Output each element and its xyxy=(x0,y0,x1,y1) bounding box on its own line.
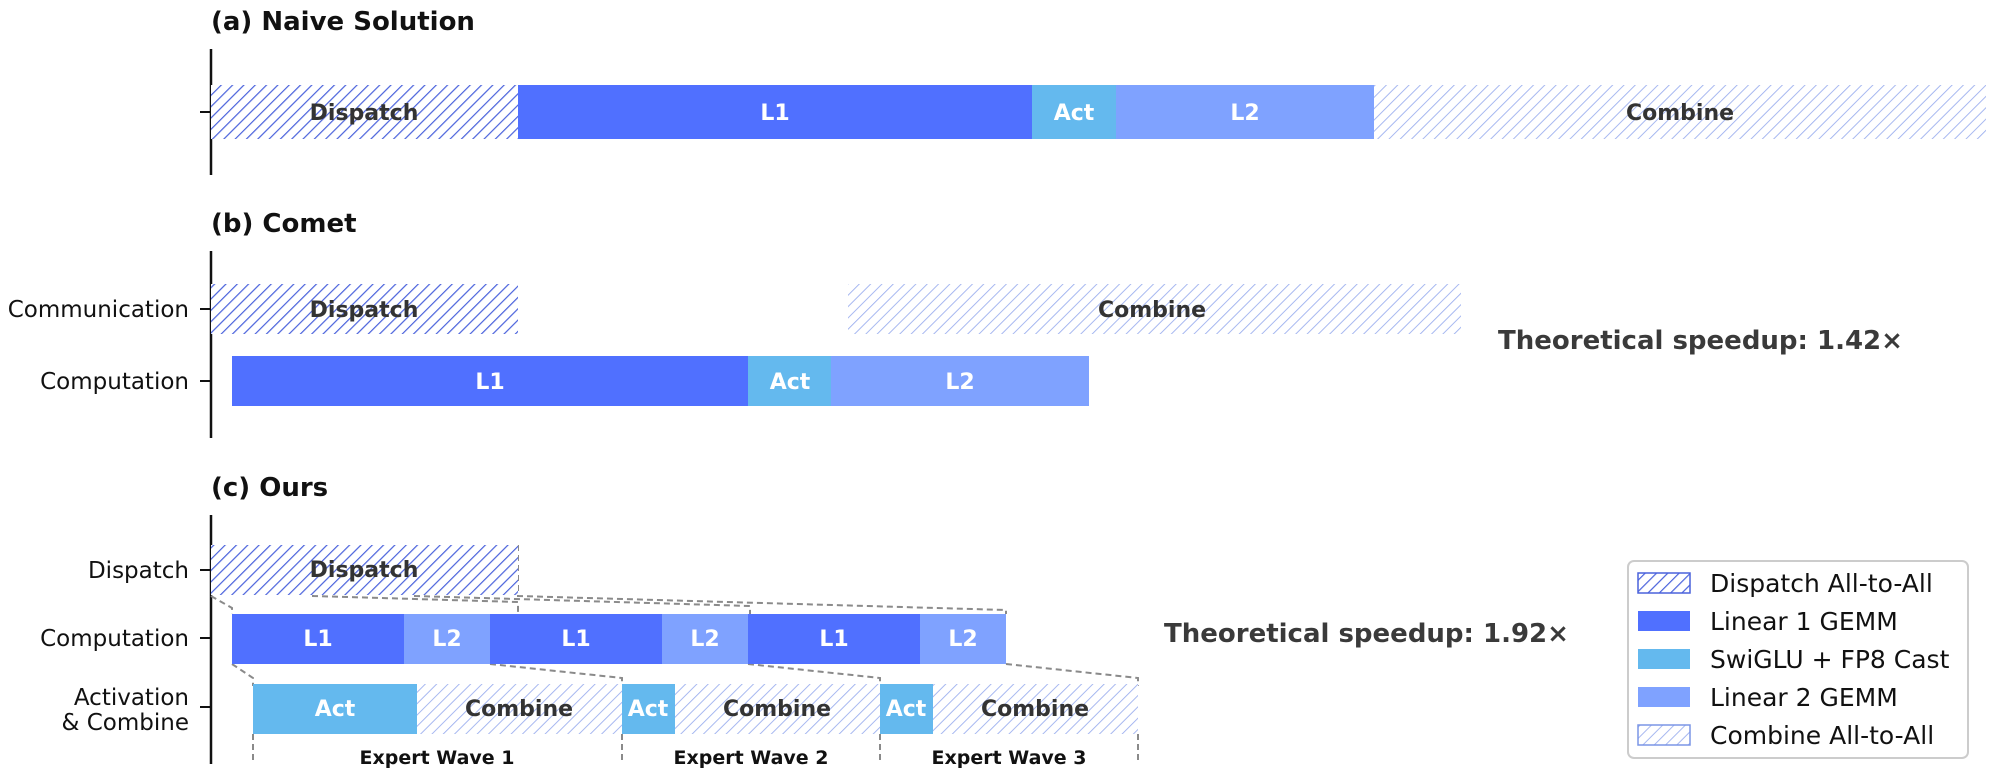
panel-c-act-label-1: Act xyxy=(315,697,356,722)
connector-wave3-end xyxy=(1005,663,1139,686)
panel-c-combine-label-3: Combine xyxy=(981,697,1089,722)
panel-a-combine-bar xyxy=(1374,85,1986,139)
panel-b-l2-label: L2 xyxy=(945,370,974,395)
panel-b-speedup: Theoretical speedup: 1.42× xyxy=(1498,326,1903,356)
panel-c-act-bar-2 xyxy=(622,684,675,734)
panel-c-combine-label-2: Combine xyxy=(723,697,831,722)
legend-label-linear2: Linear 2 GEMM xyxy=(1710,683,1898,712)
panel-c-l2-label-1: L2 xyxy=(432,627,461,652)
legend-label-dispatch: Dispatch All-to-All xyxy=(1710,569,1933,598)
panel-a-title: (a) Naive Solution xyxy=(211,7,475,37)
panel-c-combine-label-1: Combine xyxy=(465,697,573,722)
panel-c-row-combine: & Combine xyxy=(62,710,190,736)
panel-b-combine-label: Combine xyxy=(1098,298,1206,323)
legend-item-linear2: Linear 2 GEMM xyxy=(1638,683,1898,712)
legend-swatch-swiglu xyxy=(1638,649,1690,669)
connector-wave1-start xyxy=(231,663,254,686)
panel-a-l2-bar xyxy=(1116,85,1374,139)
panel-a-dispatch-label: Dispatch xyxy=(310,101,419,126)
panel-c-act-label-2: Act xyxy=(628,697,669,722)
panel-c-act-bar-3 xyxy=(880,684,933,734)
connector-wave3-start xyxy=(747,663,881,686)
panel-c-l2-bar-3 xyxy=(920,614,1006,664)
panel-c-row-computation: Computation xyxy=(40,626,189,652)
panel-c-l1-bar-2 xyxy=(490,614,662,664)
panel-c-act-label-3: Act xyxy=(886,697,927,722)
legend: Dispatch All-to-All Linear 1 GEMM SwiGLU… xyxy=(1627,560,1969,759)
panel-c-l1-label-3: L1 xyxy=(819,627,848,652)
panel-c-row-activation: Activation xyxy=(74,685,189,711)
panel-b-act-label: Act xyxy=(770,370,811,395)
legend-box xyxy=(1627,560,1969,759)
legend-item-combine: Combine All-to-All xyxy=(1637,721,1934,750)
panel-b-combine-bar xyxy=(848,284,1461,334)
panel-a-l1-label: L1 xyxy=(760,101,789,126)
panel-a-act-label: Act xyxy=(1054,101,1095,126)
panel-c-row-dispatch: Dispatch xyxy=(88,558,189,584)
panel-a-l2-label: L2 xyxy=(1230,101,1259,126)
legend-label-combine: Combine All-to-All xyxy=(1710,721,1934,750)
legend-item-swiglu: SwiGLU + FP8 Cast xyxy=(1638,645,1950,674)
panel-c-combine-bar-2 xyxy=(675,684,880,734)
legend-item-dispatch: Dispatch All-to-All xyxy=(1637,569,1933,598)
panel-c: (c) Ours Dispatch Computation Activation… xyxy=(40,473,1569,769)
panel-c-combine-bar-3 xyxy=(933,684,1138,734)
legend-swatch-dispatch xyxy=(1637,572,1691,594)
panel-c-l2-bar-1 xyxy=(404,614,490,664)
panel-c-wave-label-1: Expert Wave 1 xyxy=(360,747,515,769)
panel-b-l1-bar xyxy=(232,356,748,406)
panel-c-l2-bar-2 xyxy=(662,614,748,664)
panel-b-row-computation: Computation xyxy=(40,369,189,395)
panel-b-act-bar xyxy=(748,356,831,406)
panel-c-l2-label-2: L2 xyxy=(690,627,719,652)
panel-a-act-bar xyxy=(1032,85,1116,139)
panel-c-dispatch-chunk-1 xyxy=(211,545,313,595)
panel-c-combine-bar-1 xyxy=(417,684,622,734)
panel-b-l2-bar xyxy=(831,356,1089,406)
panel-b-title: (b) Comet xyxy=(211,209,357,239)
panel-a-l1-bar xyxy=(518,85,1032,139)
connector-dispatch-3b xyxy=(517,545,1007,614)
panel-b-dispatch-label: Dispatch xyxy=(310,298,419,323)
panel-c-act-bar-1 xyxy=(253,684,417,734)
panel-b: (b) Comet Communication Computation Disp… xyxy=(8,209,1903,438)
connector-wave2-start xyxy=(489,663,623,686)
panel-c-dispatch-chunk-3 xyxy=(415,545,518,595)
panel-c-wave-label-2: Expert Wave 2 xyxy=(674,747,829,769)
panel-c-dispatch-chunk-2 xyxy=(313,545,415,595)
legend-label-swiglu: SwiGLU + FP8 Cast xyxy=(1710,645,1950,674)
legend-swatch-linear1 xyxy=(1638,611,1690,631)
panel-c-l1-label-1: L1 xyxy=(303,627,332,652)
panel-c-speedup: Theoretical speedup: 1.92× xyxy=(1164,619,1569,649)
connector-dispatch-1 xyxy=(210,595,233,614)
panel-b-l1-label: L1 xyxy=(475,370,504,395)
panel-c-title: (c) Ours xyxy=(211,473,328,503)
panel-c-wave-label-3: Expert Wave 3 xyxy=(932,747,1087,769)
panel-c-l1-label-2: L1 xyxy=(561,627,590,652)
panel-c-l2-label-3: L2 xyxy=(948,627,977,652)
legend-item-linear1: Linear 1 GEMM xyxy=(1638,607,1898,636)
panel-c-l1-bar-1 xyxy=(232,614,404,664)
panel-a: (a) Naive Solution Dispatch L1 Act L2 Co… xyxy=(200,7,1986,175)
panel-c-dispatch-label: Dispatch xyxy=(310,558,419,583)
legend-swatch-combine xyxy=(1637,724,1691,746)
panel-a-combine-label: Combine xyxy=(1626,101,1734,126)
panel-a-dispatch-bar xyxy=(211,85,518,139)
panel-b-row-communication: Communication xyxy=(8,297,189,323)
panel-c-l1-bar-3 xyxy=(748,614,920,664)
panel-b-dispatch-bar xyxy=(211,284,518,334)
legend-swatch-linear2 xyxy=(1638,687,1690,707)
legend-label-linear1: Linear 1 GEMM xyxy=(1710,607,1898,636)
